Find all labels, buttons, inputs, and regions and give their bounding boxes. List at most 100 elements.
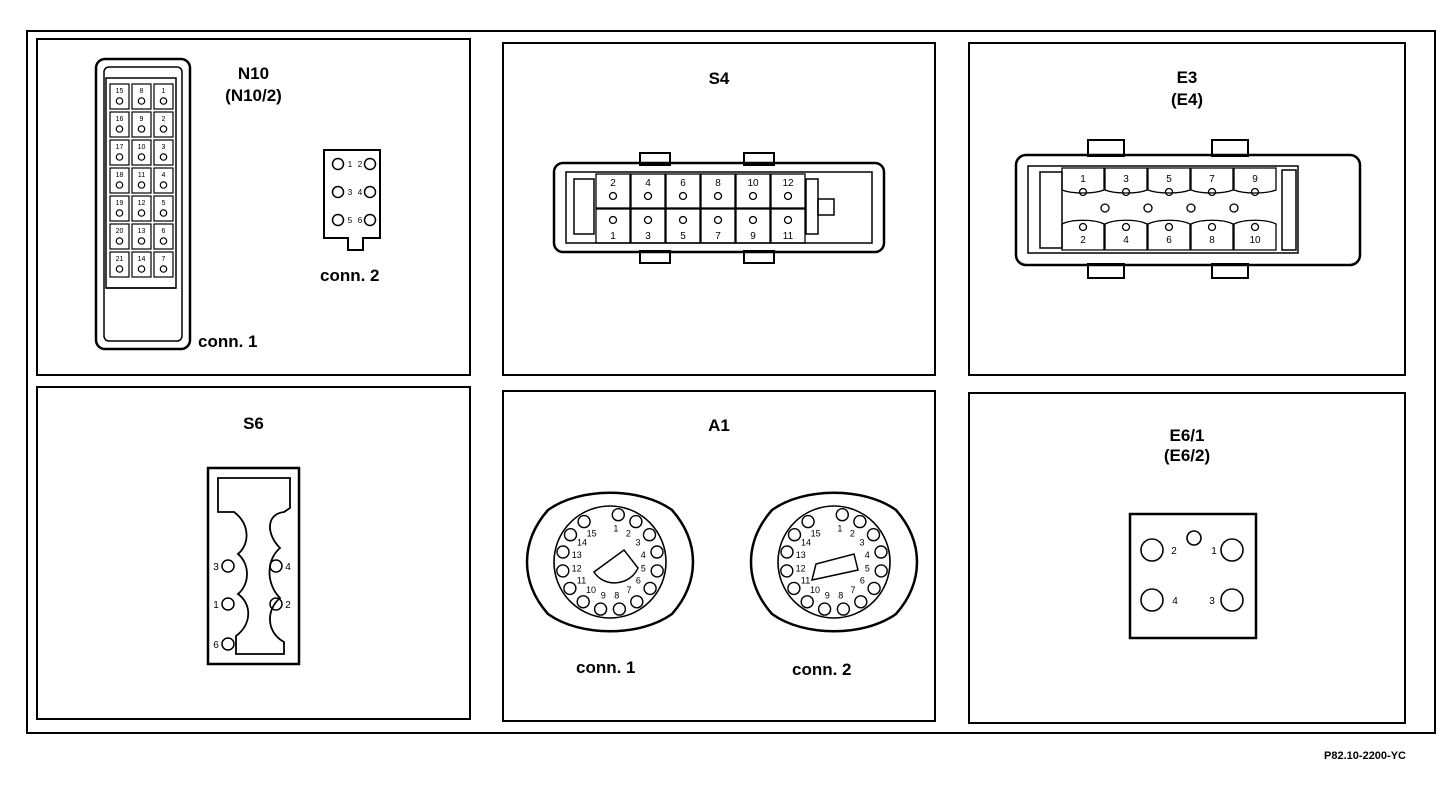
pin-hole (556, 545, 570, 559)
pin-hole (678, 191, 688, 201)
pin-label: 9 (825, 590, 830, 600)
pin-hole (137, 153, 146, 161)
pin-cell (131, 223, 152, 250)
pin-cell (109, 83, 130, 110)
conn2-label: conn. 2 (792, 660, 852, 679)
pin-cell (770, 173, 806, 209)
conn1-label: conn. 1 (198, 332, 258, 351)
pin-label: 6 (680, 178, 686, 189)
pin-hole (115, 125, 124, 133)
pin-hole (159, 209, 168, 217)
pin-label: 15 (116, 88, 124, 95)
pin-hole (1078, 187, 1088, 197)
pin-cell (153, 167, 174, 194)
pin-hole (1220, 538, 1244, 562)
pin-hole (115, 153, 124, 161)
panel-title: S6 (243, 414, 264, 433)
pin-label: 7 (715, 231, 721, 242)
pin-cell (131, 195, 152, 222)
pin-label: 19 (116, 200, 124, 207)
pin-hole (629, 514, 643, 529)
connector-ring (553, 505, 667, 619)
pin-label: 5 (162, 200, 166, 207)
pin-label: 1 (1080, 174, 1086, 185)
pin-label: 13 (138, 228, 146, 235)
pin-cell (630, 208, 666, 244)
panel-title: S4 (708, 69, 730, 88)
pin-label: 1 (348, 160, 353, 169)
pin-hole (1186, 530, 1202, 546)
pin-label: 11 (577, 576, 586, 586)
pin-hole (331, 213, 345, 227)
pin-label: 10 (1249, 235, 1261, 246)
pin-label: 7 (1209, 174, 1215, 185)
pin-hole (1121, 187, 1131, 197)
pin-hole (854, 595, 868, 609)
pin-label: 10 (138, 144, 146, 151)
pin-label: 9 (1252, 174, 1258, 185)
pin-cell (153, 223, 174, 250)
pin-hole (137, 181, 146, 189)
pin-hole (1207, 222, 1217, 232)
pin-label: 2 (1080, 235, 1086, 246)
pin-hole (787, 581, 801, 596)
pin-hole (593, 602, 608, 616)
pin-hole (608, 191, 618, 201)
pin-cell (153, 111, 174, 138)
pin-hole (643, 581, 657, 596)
pin-hole (783, 215, 793, 225)
pin-hole (1143, 203, 1153, 213)
pin-label: 3 (645, 231, 651, 242)
pin-hole (159, 97, 168, 105)
pin-hole (836, 602, 851, 616)
pin-label: 3 (213, 562, 219, 573)
pin-label: 10 (747, 178, 759, 189)
pin-cell (131, 111, 152, 138)
pin-hole (713, 215, 723, 225)
pin-cell (131, 251, 152, 278)
pin-cell (109, 167, 130, 194)
pin-label: 4 (1172, 596, 1178, 607)
pin-cell (1190, 219, 1234, 251)
pin-label: 2 (358, 160, 363, 169)
pin-hole (713, 191, 723, 201)
pin-label: 9 (140, 116, 144, 123)
pin-label: 21 (116, 256, 124, 263)
pin-hole (577, 514, 591, 529)
pin-label: 1 (213, 600, 219, 611)
pin-hole (115, 265, 124, 273)
pin-hole (363, 213, 377, 227)
pin-label: 5 (1166, 174, 1172, 185)
pin-label: 4 (162, 172, 166, 179)
pin-hole (874, 545, 888, 559)
pin-label: 11 (138, 172, 145, 179)
pin-hole (1186, 203, 1196, 213)
pin-hole (115, 97, 124, 105)
pin-hole (800, 595, 814, 609)
pin-hole (650, 564, 664, 578)
pin-hole (650, 545, 664, 559)
pin-hole (608, 215, 618, 225)
pin-label: 2 (850, 528, 855, 538)
pin-hole (783, 191, 793, 201)
pin-cell (109, 223, 130, 250)
pin-cell (700, 208, 736, 244)
pin-hole (563, 581, 577, 596)
pin-label: 14 (138, 256, 146, 263)
pin-label: 3 (1123, 174, 1129, 185)
pin-label: 2 (610, 178, 616, 189)
pin-label: 12 (796, 563, 806, 573)
conn2-label: conn. 2 (320, 266, 380, 285)
pin-label: 4 (285, 562, 291, 573)
pin-label: 1 (837, 524, 842, 534)
pin-cell (770, 208, 806, 244)
pin-label: 5 (865, 563, 870, 573)
pin-hole (1121, 222, 1131, 232)
pin-label: 14 (577, 538, 587, 548)
